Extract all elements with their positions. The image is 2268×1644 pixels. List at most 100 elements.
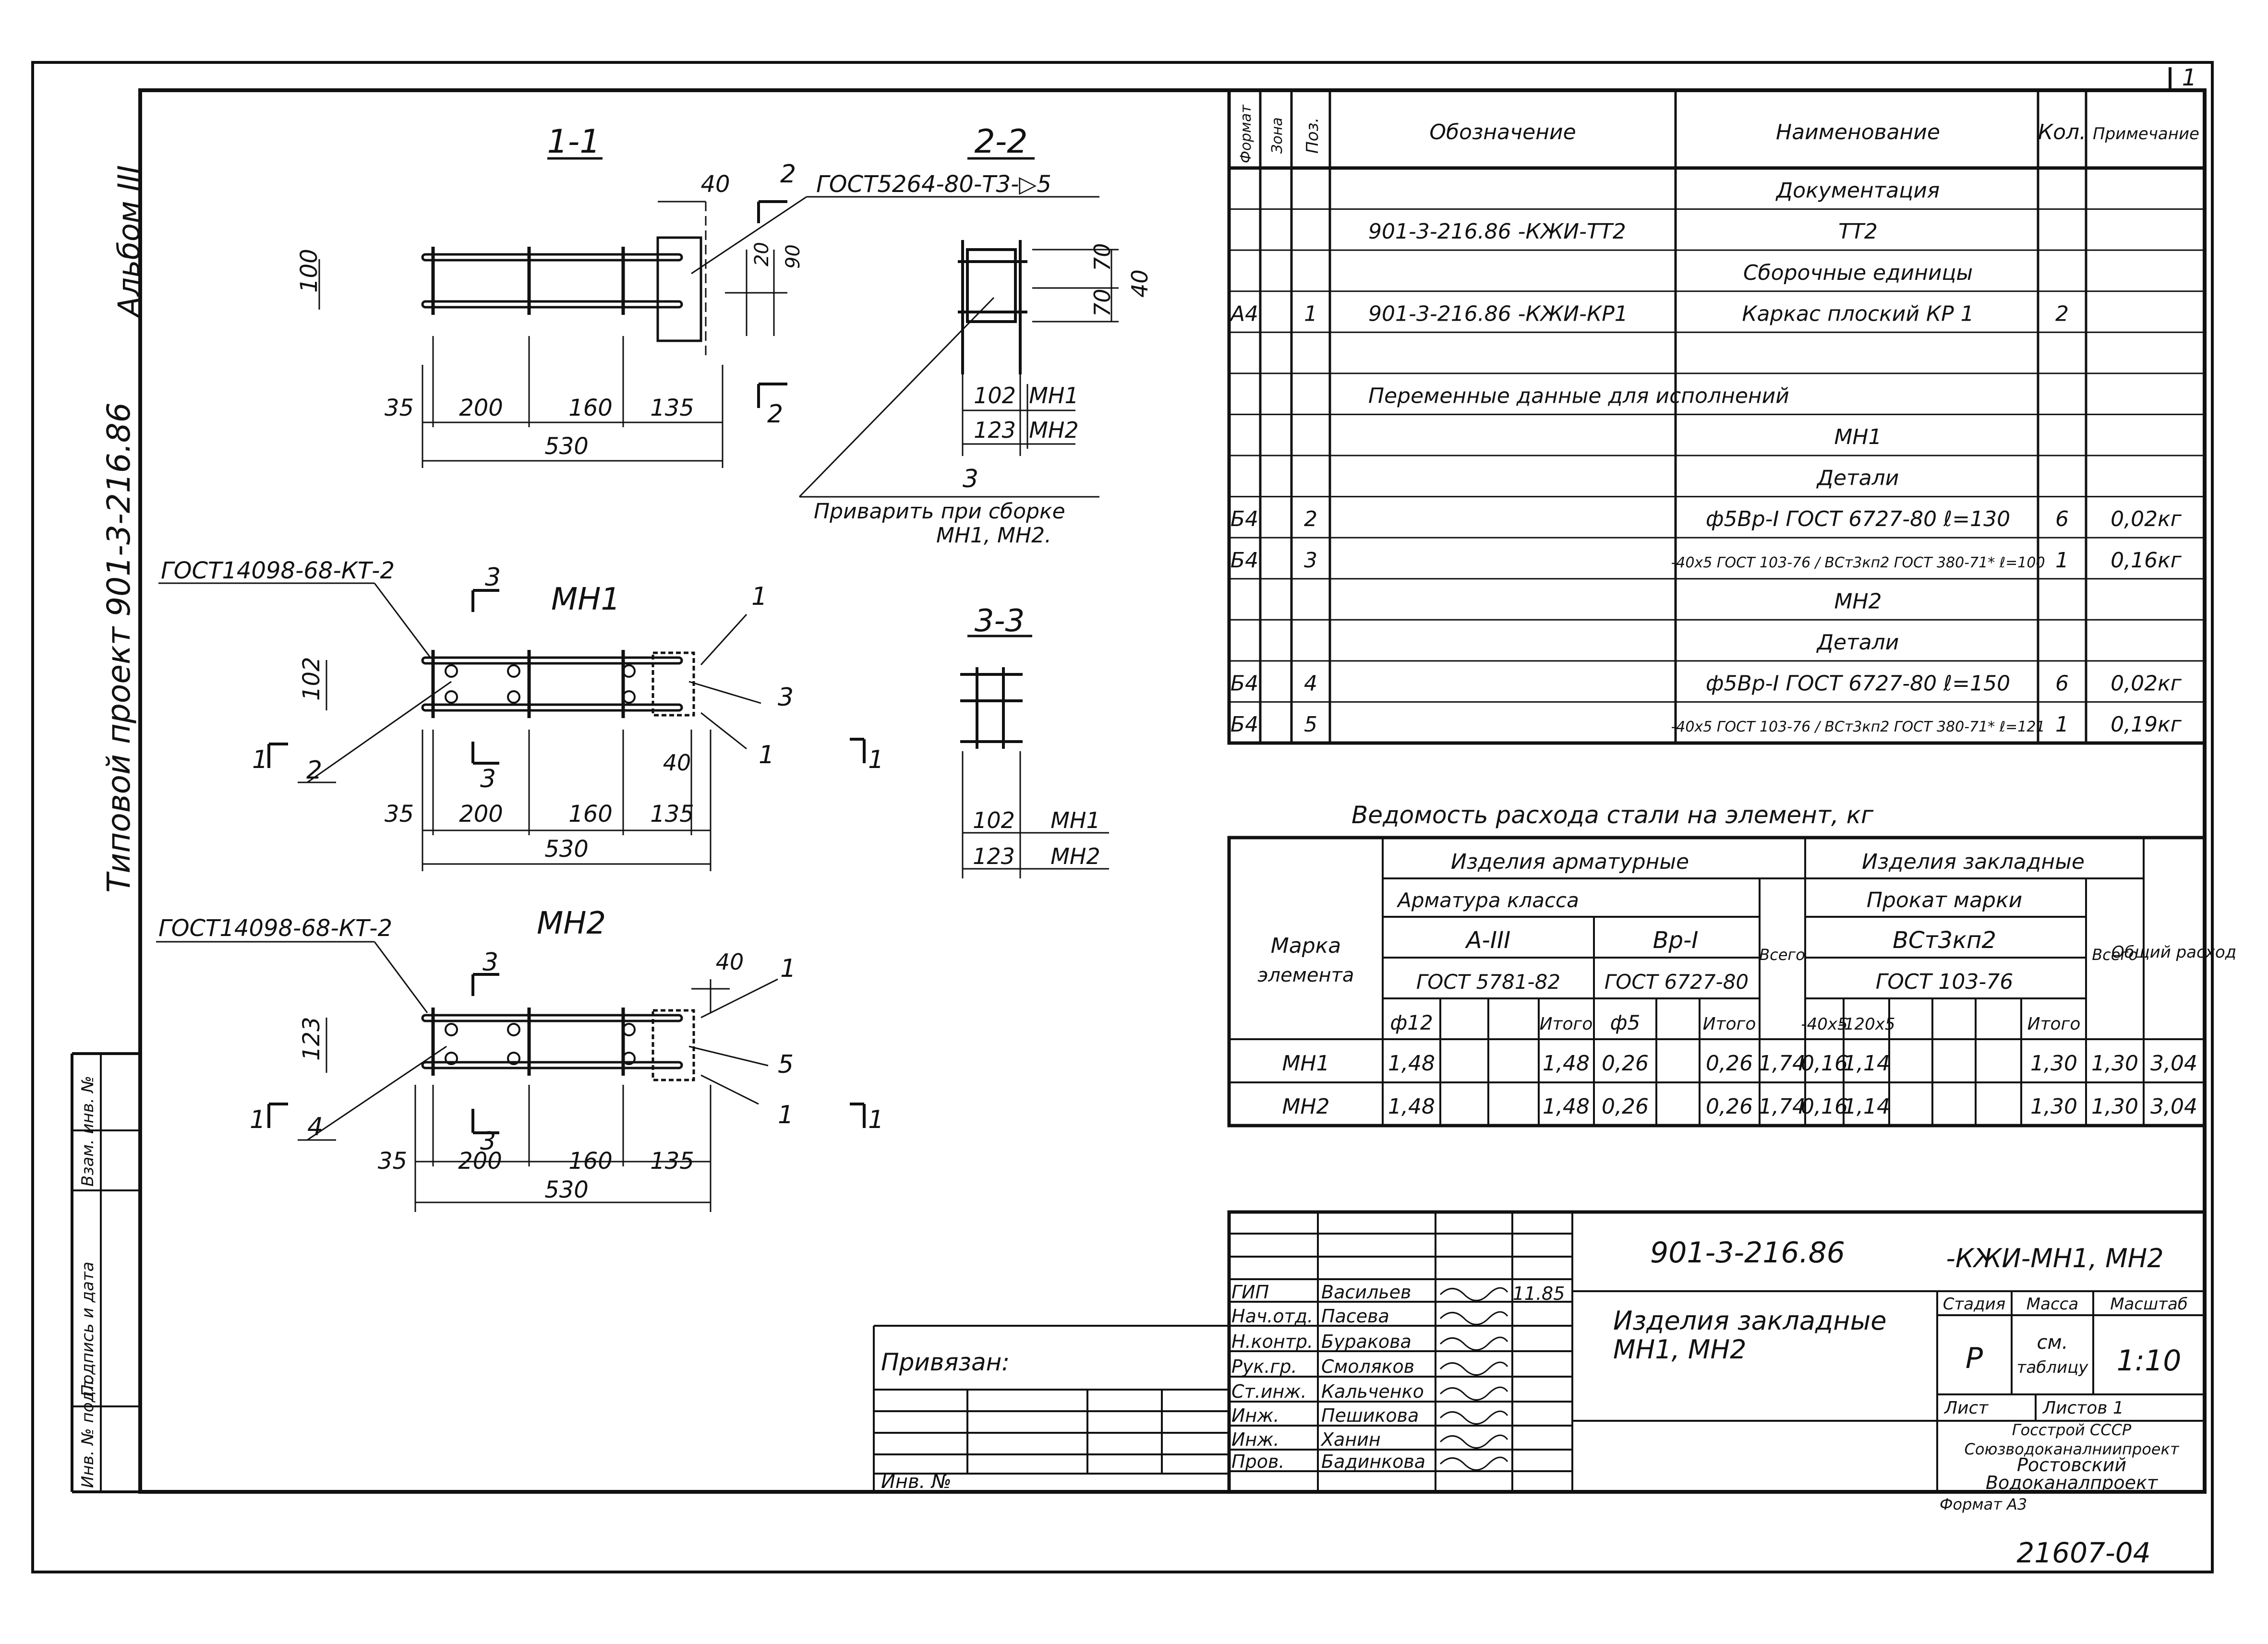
spec-cell-f: А4	[1229, 301, 1258, 326]
label-102-s22: 102	[974, 383, 1016, 408]
mn1-dim-135: 135	[650, 801, 694, 828]
spec-cell-n: МН2	[1834, 589, 1882, 613]
inv-no-label: Инв. №	[881, 1471, 952, 1493]
spec-table: Формат Зона Поз. Обозначение Наименовани…	[1227, 88, 2207, 745]
signature-mark	[1439, 1287, 1508, 1301]
weld-note-1: Приварить при сборке	[814, 499, 1065, 524]
label-mn2-s22: МН2	[1029, 417, 1079, 443]
kt-gost-1: ГОСТ14098-68-КТ-2	[161, 557, 395, 584]
mn1-dim-200: 200	[459, 801, 503, 828]
dim-160: 160	[568, 395, 613, 421]
kt-gost-2: ГОСТ14098-68-КТ-2	[158, 915, 392, 942]
steel-cell-tot: 3,04	[2150, 1051, 2197, 1076]
steel-h-itogo2: Итого	[1703, 1014, 1756, 1034]
section-mark-2-top: 2	[780, 160, 796, 189]
dim-35: 35	[385, 395, 414, 421]
mn2-sec-3-top: 3	[483, 948, 498, 977]
mn1-title: МН1	[551, 582, 620, 617]
spec-h-zone: Зона	[1269, 117, 1286, 154]
mn2-sec-1-left: 1	[250, 1105, 265, 1134]
dim-40-side: 40	[1127, 269, 1153, 298]
spec-cell-p: 5	[1304, 712, 1317, 737]
mn1-sec-1-right: 1	[868, 745, 884, 774]
mn2-mark-4: 4	[307, 1113, 323, 1141]
tb-role: Рук.гр.	[1231, 1356, 1297, 1377]
spec-cell-n: -40х5 ГОСТ 103-76 / ВСт3кп2 ГОСТ 380-71*…	[1671, 554, 2045, 571]
steel-h-mark2: элемента	[1258, 964, 1354, 986]
steel-cell-it2: 0,26	[1706, 1051, 1753, 1076]
steel-h-a3: А-III	[1465, 927, 1511, 954]
steel-cell-it3: 1,30	[2030, 1051, 2077, 1076]
steel-cell-a: 0,16	[1801, 1094, 1848, 1119]
label-mn2-s33: МН2	[1050, 843, 1100, 869]
steel-cell-it3: 1,30	[2030, 1094, 2077, 1119]
privyazan-block: Привязан: Инв. №	[873, 1325, 1229, 1493]
album-label: Альбом III	[111, 165, 146, 319]
label-mn1-s33: МН1	[1050, 807, 1100, 833]
tb-role: Нач.отд.	[1231, 1306, 1313, 1327]
stamp-inv-podl: Инв. № подл.	[78, 1375, 97, 1488]
tb-role: Пров.	[1231, 1451, 1284, 1472]
spec-cell-n: ф5Вр-I ГОСТ 6727-80 ℓ=150	[1706, 671, 2010, 696]
mn1-dim-102: 102	[298, 657, 325, 701]
spec-cell-k: 1	[2055, 548, 2069, 573]
view-section-1-1: 1-1 40 100 20 90 2 2 ГОСТ5264-80-Т3-▷5	[296, 123, 1099, 468]
mn2-mark-1-top: 1	[780, 954, 796, 983]
spec-cell-k: 6	[2055, 671, 2069, 696]
mn1-dim-530: 530	[544, 836, 589, 863]
steel-cell-f12: 1,48	[1388, 1094, 1435, 1119]
signature-mark	[1439, 1311, 1508, 1325]
tb-name-2: МН1, МН2	[1613, 1334, 1746, 1365]
mn2-dim-40: 40	[716, 949, 744, 975]
spec-cell-p: 4	[1304, 671, 1317, 696]
section-1-1-title: 1-1	[547, 123, 600, 161]
spec-cell-n: Детали	[1816, 630, 1899, 655]
tb-person: Пешикова	[1321, 1405, 1419, 1426]
steel-h-f12: ф12	[1390, 1011, 1433, 1034]
dim-70-a: 70	[1089, 243, 1115, 271]
steel-cell-b: 1,14	[1843, 1051, 1890, 1076]
steel-h-gost5781: ГОСТ 5781-82	[1416, 970, 1560, 994]
weld-note-2: МН1, МН2.	[936, 523, 1051, 548]
spec-cell-p: 2	[1304, 507, 1317, 531]
steel-h-vr1: Вр-I	[1653, 927, 1699, 954]
signature-mark	[1439, 1361, 1508, 1376]
signature-mark	[1439, 1456, 1508, 1471]
steel-cell-vs1: 1,74	[1759, 1094, 1806, 1119]
page-number: 1	[2182, 64, 2197, 91]
spec-cell-r: 0,02кг	[2111, 507, 2182, 531]
steel-cell-vs2: 1,30	[2091, 1051, 2138, 1076]
spec-cell-n: МН1	[1834, 425, 1882, 449]
tb-person: Буракова	[1321, 1331, 1411, 1352]
steel-cell-mark: МН2	[1282, 1094, 1329, 1119]
mn2-dim-200: 200	[458, 1148, 502, 1175]
steel-table: Ведомость расхода стали на элемент, кг	[1227, 801, 2236, 1128]
steel-h-mark1: Марка	[1271, 934, 1341, 958]
mn2-dim-530: 530	[544, 1176, 589, 1203]
mn2-dim-123: 123	[298, 1017, 325, 1061]
spec-cell-n: -40х5 ГОСТ 103-76 / ВСт3кп2 ГОСТ 380-71*…	[1671, 719, 2045, 735]
tb-stage-h: Стадия	[1943, 1295, 2005, 1314]
mn1-mark-1-bottom: 1	[759, 741, 774, 769]
tb-person: Васильев	[1321, 1282, 1411, 1303]
tb-mass-h: Масса	[2027, 1295, 2078, 1314]
privyazan-label: Привязан:	[881, 1348, 1010, 1376]
tb-org-4: Водоканалпроект	[1986, 1472, 2159, 1493]
tb-role: Ст.инж.	[1231, 1381, 1307, 1402]
mn2-dim-135: 135	[650, 1148, 694, 1175]
steel-cell-mark: МН1	[1282, 1051, 1329, 1076]
steel-h-arm-class: Арматура класса	[1396, 888, 1579, 912]
tb-person: Бадинкова	[1321, 1451, 1425, 1472]
tb-role: Инж.	[1231, 1429, 1279, 1450]
spec-h-note: Примечание	[2093, 124, 2199, 144]
mn1-mark-2: 2	[306, 756, 322, 785]
tb-mass-1: см.	[2037, 1332, 2068, 1354]
mn2-dim-160: 160	[568, 1148, 613, 1175]
label-102-s33: 102	[973, 807, 1015, 833]
spec-cell-r: 0,02кг	[2111, 671, 2182, 696]
mn2-title: МН2	[537, 906, 606, 941]
spec-h-name: Наименование	[1776, 120, 1940, 144]
tb-code-suffix: -КЖИ-МН1, МН2	[1946, 1243, 2163, 1273]
view-mn2: МН2 3 123 ГОСТ14098-68-КТ-2 40 1 5 1 4 1	[156, 906, 884, 1212]
